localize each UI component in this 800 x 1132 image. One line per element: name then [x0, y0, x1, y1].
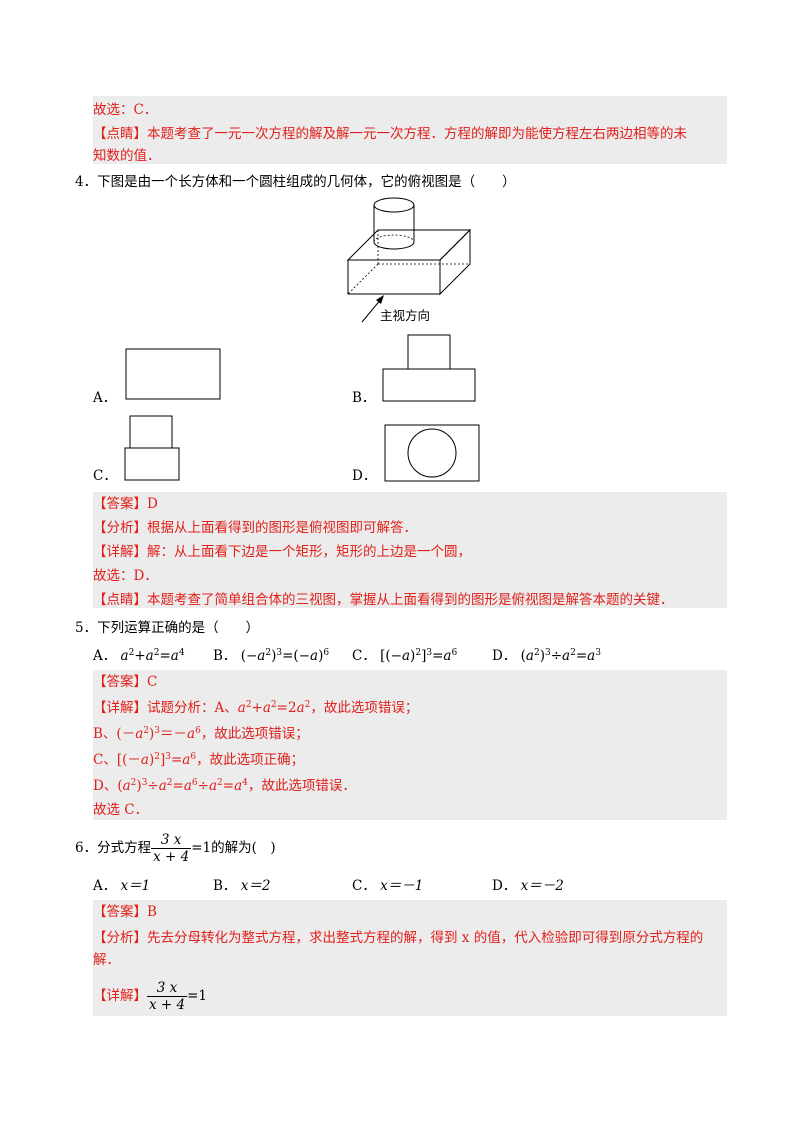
q5-answer: 【答案】C: [93, 674, 158, 690]
q4-stem: 4．下图是由一个长方体和一个圆柱组成的几何体，它的俯视图是（ ）: [75, 174, 516, 190]
q3-solution-box: [93, 96, 727, 164]
q6-solution-box: [93, 900, 727, 1016]
q5-option-c: C． [(−a)2]3=a6: [352, 648, 458, 664]
q4-analysis: 【分析】根据从上面看得到的图形是俯视图即可解答．: [93, 520, 417, 536]
q5-option-b: B． (−a2)3=(−a)6: [213, 648, 330, 664]
q5-choice: 故选 C．: [93, 802, 149, 818]
q5-option-d: D． (a2)3÷a2=a3: [492, 648, 601, 664]
q3-comment-line-1: 【点睛】本题考查了一元一次方程的解及解一元一次方程．方程的解即为能使方程左右两边…: [93, 126, 687, 142]
q4-option-a-figure: [125, 348, 221, 400]
q5-detail-a: 【详解】试题分析：A、a2+a2=2a2，故此选项错误；: [93, 700, 419, 716]
q5-detail-c: C、[(－a)2]3=a6，故此选项正确；: [93, 752, 305, 768]
q4-option-c-figure: [124, 415, 180, 481]
q4-direction-label: 主视方向: [380, 308, 431, 323]
q5-solution-box: [93, 670, 727, 820]
q4-answer: 【答案】D: [93, 496, 158, 512]
q3-choice: 故选：C．: [93, 102, 158, 118]
q5-stem: 5．下列运算正确的是（ ）: [75, 620, 260, 636]
q5-detail-b: B、(－a2)3＝－a6，故此选项错误；: [93, 726, 309, 742]
q4-choice: 故选：D．: [93, 568, 158, 584]
q4-option-b-figure: [382, 334, 476, 402]
q4-option-d-label: D．: [352, 468, 377, 484]
q4-option-d-figure: [384, 424, 480, 482]
q4-option-c-label: C．: [93, 468, 117, 484]
q4-comment: 【点睛】本题考查了简单组合体的三视图，掌握从上面看得到的图形是俯视图是解答本题的…: [93, 592, 674, 608]
q6-answer: 【答案】B: [93, 904, 157, 920]
comment-tag: 【点睛】: [93, 126, 147, 142]
q4-option-a-label: A．: [93, 390, 117, 406]
q5-detail-d: D、(a2)3÷a2=a6÷a2=a4，故此选项错误．: [93, 778, 356, 794]
q3-comment-line-2: 知数的值．: [93, 148, 161, 164]
q4-solid-figure: [346, 197, 472, 323]
q4-option-b-label: B．: [352, 390, 376, 406]
q6-option-c: C． x＝－1: [352, 878, 424, 894]
q6-analysis-line-1: 【分析】先去分母转化为整式方程，求出整式方程的解，得到 x 的值，代入检验即可得…: [93, 930, 704, 946]
q4-detail: 【详解】解：从上面看下边是一个矩形，矩形的上边是一个圆，: [93, 544, 471, 560]
q6-analysis-line-2: 解．: [93, 952, 120, 968]
q6-option-b: B． x＝2: [213, 878, 271, 894]
q6-option-d: D． x＝－2: [492, 878, 564, 894]
q4-solution-box: [93, 492, 727, 608]
q5-option-a: A． a2+a2=a4: [93, 648, 185, 664]
q6-option-a: A． x＝1: [93, 878, 151, 894]
